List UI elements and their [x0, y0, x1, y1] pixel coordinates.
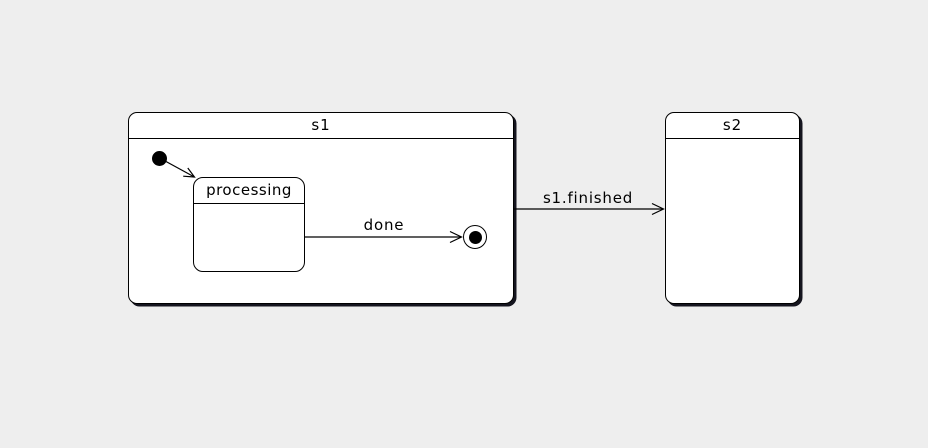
- state-processing[interactable]: processing: [193, 177, 305, 272]
- state-s1[interactable]: s1: [128, 112, 514, 304]
- state-processing-title: processing: [194, 178, 304, 204]
- state-s1-title: s1: [129, 113, 513, 139]
- transition-label-done[interactable]: done: [363, 216, 405, 234]
- transition-label-s1-finished[interactable]: s1.finished: [542, 189, 634, 207]
- state-s2[interactable]: s2: [665, 112, 800, 304]
- final-state-icon[interactable]: [463, 225, 487, 249]
- initial-state-icon[interactable]: [152, 151, 167, 166]
- state-s2-title: s2: [666, 113, 799, 139]
- final-state-inner-dot: [468, 230, 482, 244]
